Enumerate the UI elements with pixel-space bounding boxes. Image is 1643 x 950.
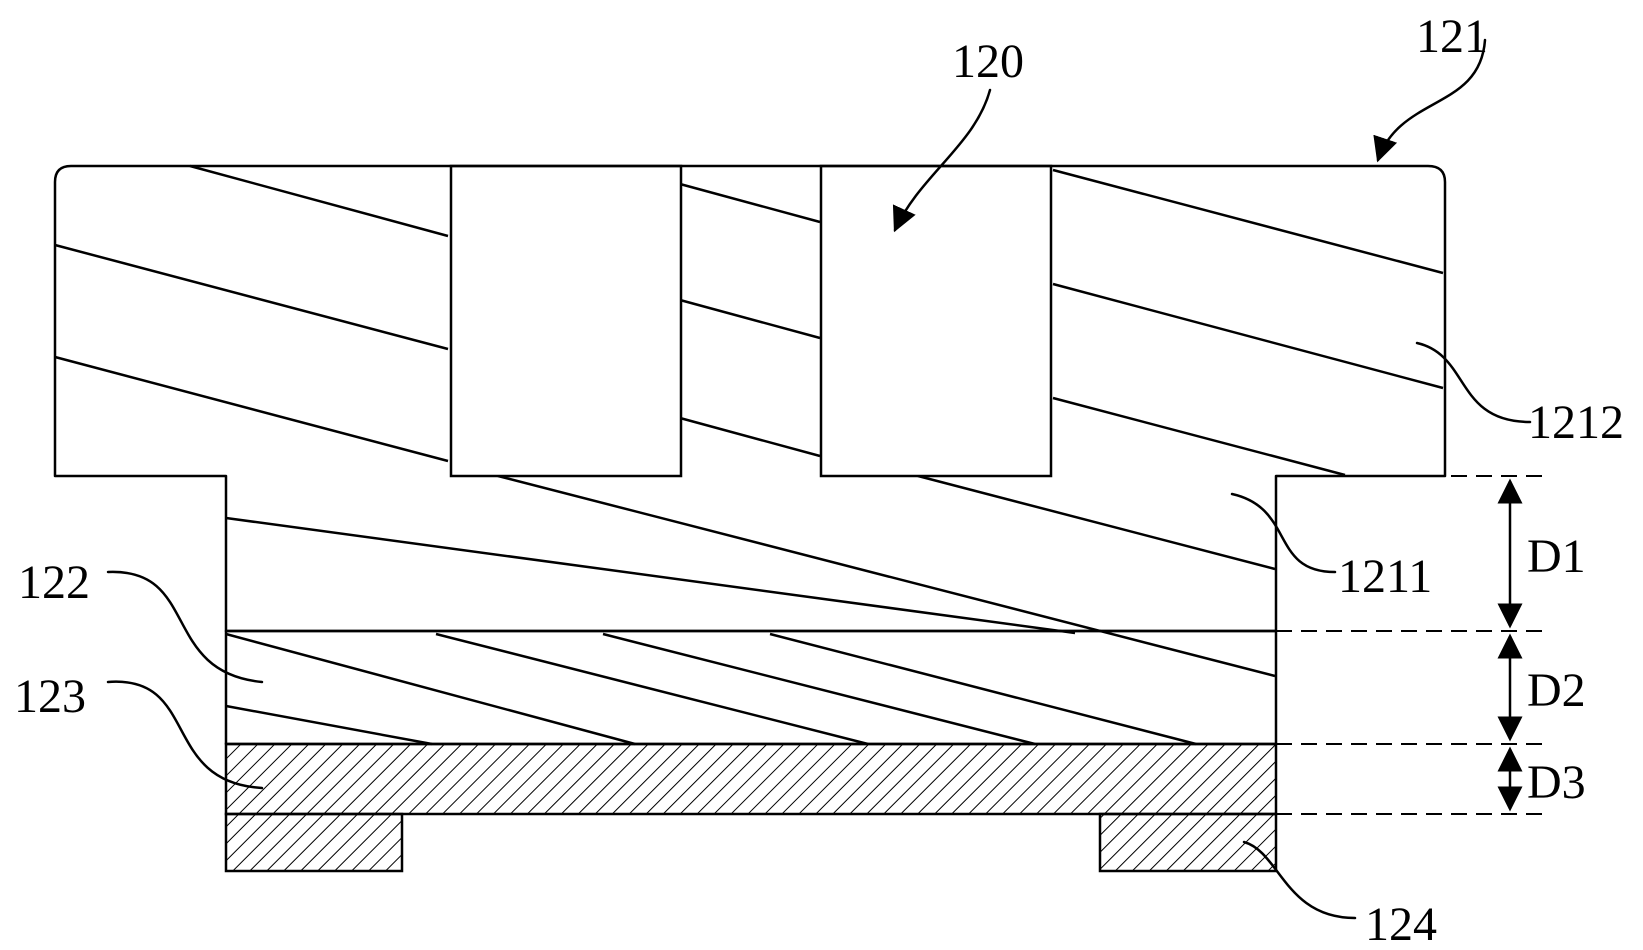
label-121: 121 (1416, 10, 1488, 63)
leader-120 (892, 88, 992, 233)
leader-lines (106, 38, 1532, 920)
layer-123 (224, 742, 1278, 816)
label-120: 120 (952, 35, 1024, 88)
layer-1212-hatching (54, 164, 1444, 477)
pad-124-right (1098, 812, 1278, 873)
layer-1211-hatching (225, 474, 1276, 678)
leader-123 (106, 680, 264, 790)
label-123: 123 (14, 670, 86, 723)
leader-1211 (1230, 492, 1337, 574)
label-124: 124 (1365, 898, 1437, 950)
layer-122 (224, 629, 1278, 746)
leader-122 (106, 570, 264, 684)
opening-120-right (819, 164, 1053, 478)
opening-120-left (449, 164, 683, 478)
layer-122-outline (224, 629, 1278, 746)
leader-124 (1242, 840, 1357, 920)
layer-121-outline (53, 164, 1447, 633)
leader-121 (1373, 38, 1487, 163)
label-1212: 1212 (1528, 396, 1624, 449)
label-d3: D3 (1527, 756, 1586, 809)
label-1211: 1211 (1338, 550, 1432, 603)
dimension-extension-lines (1276, 475, 1550, 815)
pad-124-left (224, 812, 404, 873)
layer-121 (53, 164, 1447, 678)
label-122: 122 (18, 556, 90, 609)
label-d2: D2 (1527, 664, 1586, 717)
leader-1212 (1415, 341, 1532, 424)
reference-labels: 120 121 1212 1211 122 123 124 D1 D2 D3 (14, 10, 1624, 950)
label-d1: D1 (1527, 530, 1586, 583)
